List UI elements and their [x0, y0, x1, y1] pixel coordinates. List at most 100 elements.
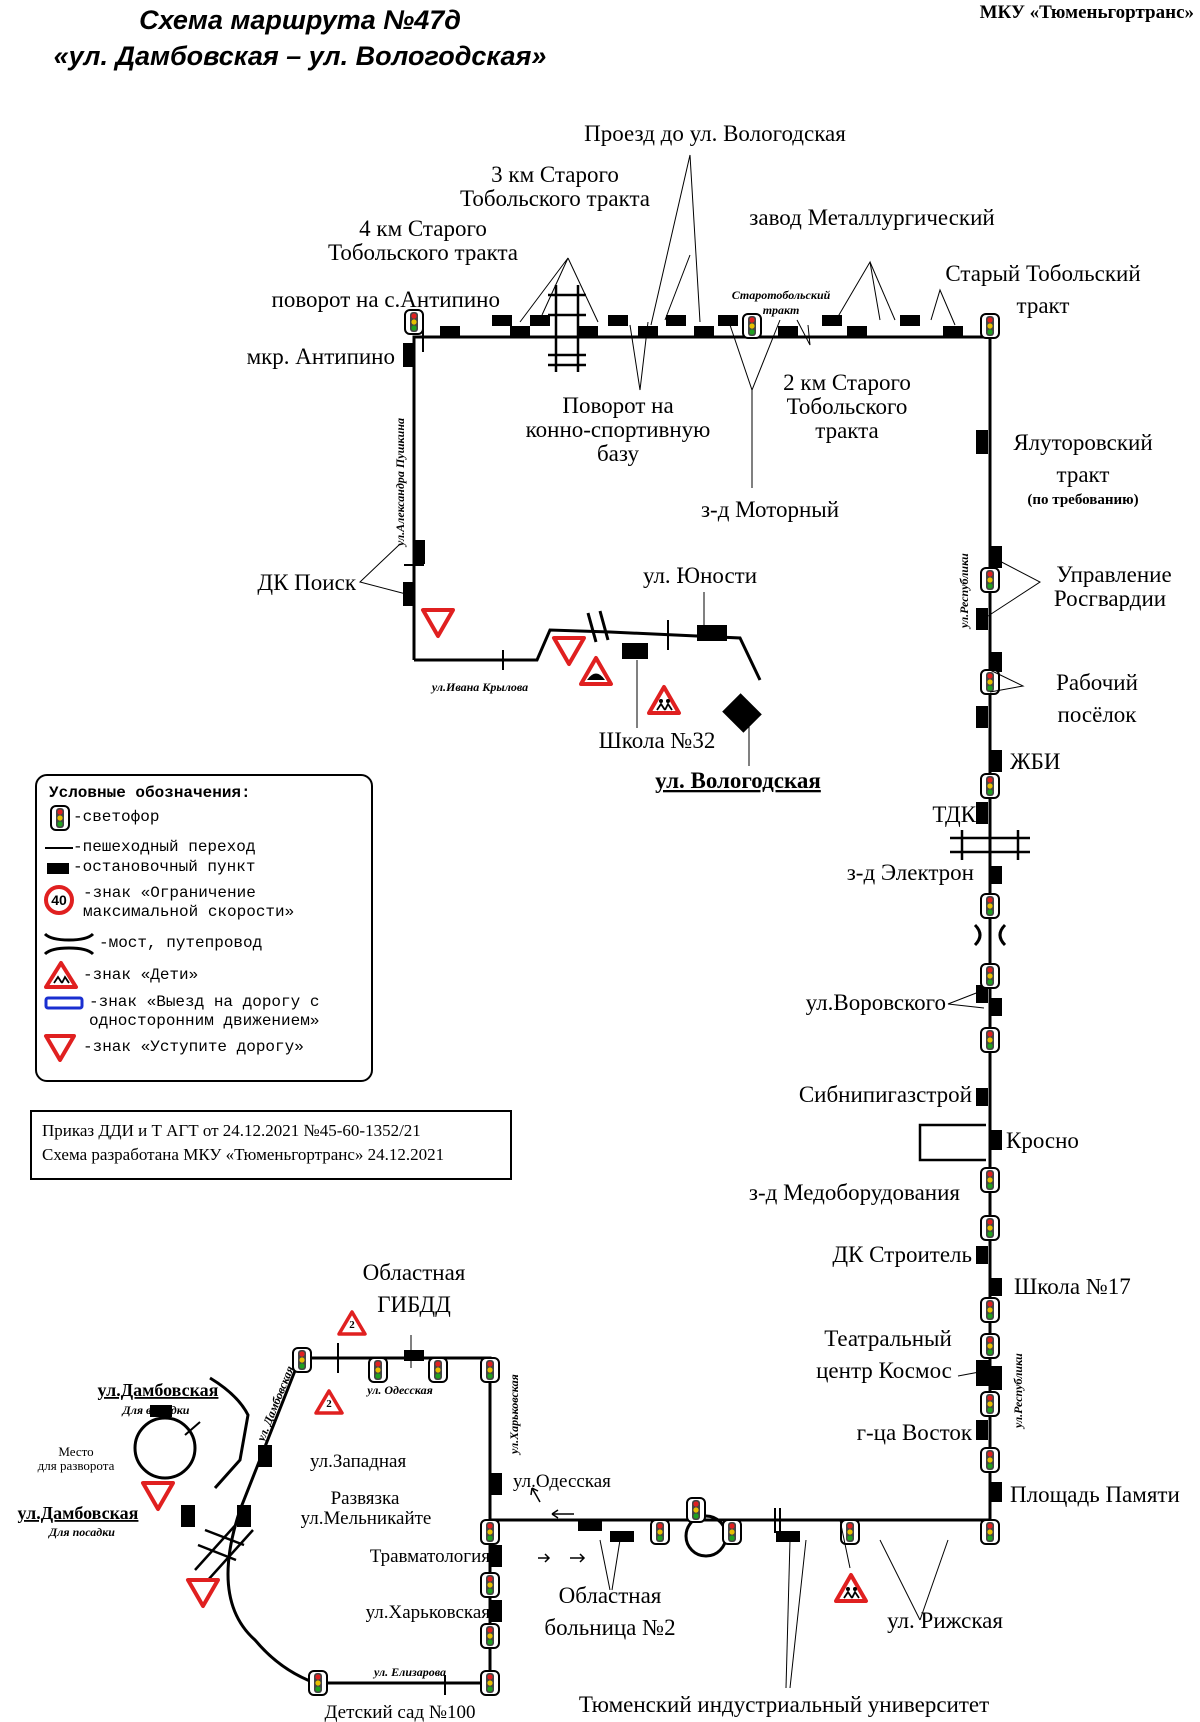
road-signs: 2 2 — [141, 608, 868, 1608]
children-sign-icon — [44, 961, 78, 989]
label-konno-3: базу — [597, 441, 640, 466]
legend-label: -знак «Уступите дорогу» — [83, 1038, 304, 1056]
label-rizhskaya: ул. Рижская — [887, 1608, 1003, 1633]
children-sign-icon — [834, 1573, 868, 1603]
street-starotob-2: тракт — [763, 303, 800, 317]
label-stary-2: тракт — [1017, 293, 1070, 318]
legend-label: -знак «Дети» — [83, 966, 199, 984]
label-zapadnaya: ул.Западная — [310, 1451, 406, 1472]
label-yalut: Ялуторовский — [1013, 430, 1152, 455]
yield-sign-icon — [186, 1578, 220, 1608]
legend-label-2: максимальной скорости» — [83, 903, 295, 921]
yield-sign-icon — [44, 1034, 76, 1062]
label-zhbi: ЖБИ — [1010, 749, 1060, 774]
legend-label: -светофор — [73, 808, 160, 826]
direction-arrows — [530, 1487, 586, 1563]
turnaround-ring — [133, 1416, 197, 1480]
legend-title: Условные обозначения: — [49, 784, 251, 802]
street-krylova: ул.Ивана Крылова — [430, 680, 528, 694]
label-vorovskogo: ул.Воровского — [806, 990, 946, 1015]
label-shkola32: Школа №32 — [599, 728, 716, 753]
order-line-1: Приказ ДДИ и Т АГТ от 24.12.2021 №45-60-… — [42, 1121, 421, 1140]
label-kosmos-2: центр Космос — [816, 1358, 952, 1383]
one-way-exit-sign-icon — [44, 996, 84, 1010]
label-2km-2: Тобольского — [787, 394, 908, 419]
label-krosno: Кросно — [1006, 1128, 1079, 1153]
legend-label: -пешеходный переход — [73, 838, 256, 856]
label-damb-bottom: ул.Дамбовская — [18, 1503, 139, 1523]
label-motorny: з-д Моторный — [701, 497, 839, 522]
label-konno: Поворот на — [562, 393, 673, 418]
label-rosgv-2: Росгвардии — [1054, 586, 1166, 611]
hump-sign-icon — [579, 656, 613, 686]
route-krosno-loop — [918, 1123, 986, 1162]
label-vostok: г-ца Восток — [857, 1420, 973, 1445]
legend-label: -остановочный пункт — [73, 858, 256, 876]
route-turnaround-link — [209, 1376, 250, 1489]
label-turn-place: Место — [58, 1444, 93, 1459]
label-damb-bottom-note: Для посадки — [48, 1525, 115, 1539]
label-vologodskaya: ул. Вологодская — [655, 768, 821, 793]
label-gibdd: Областная — [363, 1260, 466, 1285]
label-sibnipi: Сибнипигазстрой — [799, 1082, 972, 1107]
label-bolnitsa: Областная — [559, 1583, 662, 1608]
bridge-icon — [43, 932, 95, 956]
svg-text:40: 40 — [51, 892, 67, 908]
priority-sign-number: 2 — [349, 1319, 355, 1331]
label-kharkovskaya: ул.Харьковская — [366, 1602, 491, 1623]
label-tiu: Тюменский индустриальный университет — [579, 1692, 989, 1717]
label-mkr-antipino: мкр. Антипино — [247, 344, 395, 369]
street-odesskaya: ул. Одесская — [365, 1383, 433, 1397]
label-rabochiy-2: посёлок — [1058, 702, 1138, 727]
traffic-light-icon — [50, 805, 70, 831]
legend-label-2: односторонним движением» — [89, 1012, 320, 1030]
legend-box: Условные обозначения: -светофор -пешеход… — [35, 774, 373, 1082]
label-2km: 2 км Старого — [783, 370, 911, 395]
street-elizarova: ул. Елизарова — [372, 1665, 446, 1679]
street-respubliki-top: ул.Республики — [957, 553, 971, 630]
label-stary: Старый Тобольский — [945, 261, 1140, 286]
label-4km: 4 км Старого — [359, 216, 487, 241]
speed-limit-sign-icon: 40 — [44, 885, 74, 915]
label-dk-stroitel: ДК Строитель — [832, 1242, 972, 1267]
street-pushkina: ул.Александра Пушкина — [393, 418, 407, 548]
order-note: Приказ ДДИ и Т АГТ от 24.12.2021 №45-60-… — [30, 1110, 512, 1180]
label-2km-3: тракта — [815, 418, 878, 443]
label-antipino-turn: поворот на с.Антипино — [272, 287, 500, 312]
title-line-2: «ул. Дамбовская – ул. Вологодская» — [53, 41, 547, 71]
label-gibdd-2: ГИБДД — [377, 1292, 451, 1317]
yield-sign-icon — [552, 636, 586, 666]
route-dambovskaya-curve — [226, 1357, 492, 1685]
bus-stop-icon — [47, 863, 69, 874]
label-travma: Травматология — [370, 1546, 491, 1567]
order-line-2: Схема разработана МКУ «Тюменьгортранс» 2… — [42, 1145, 445, 1164]
label-rosgv: Управление — [1056, 562, 1171, 587]
map-title: Схема маршрута №47д «ул. Дамбовская – ул… — [20, 2, 580, 74]
street-dambovskaya: ул. Дамбовская — [253, 1364, 297, 1445]
label-pamyati: Площадь Памяти — [1010, 1482, 1180, 1507]
street-respubliki-bottom: ул.Республики — [1011, 1353, 1025, 1430]
crosswalk-line-icon — [45, 847, 73, 849]
title-line-1: Схема маршрута №47д — [139, 5, 461, 35]
label-metallurg: завод Металлургический — [749, 205, 994, 230]
street-starotob: Старотобольский — [732, 288, 831, 302]
label-rabochiy: Рабочий — [1056, 670, 1138, 695]
label-yalut-note: (по требованию) — [1027, 492, 1138, 508]
label-odesskaya: ул.Одесская — [513, 1471, 611, 1492]
children-sign-icon — [647, 685, 681, 715]
label-yalut-2: тракт — [1057, 462, 1110, 487]
label-detsad: Детский сад №100 — [324, 1702, 475, 1722]
legend-label: -знак «Ограничение — [83, 884, 256, 902]
label-damb-top-note: Для высадки — [122, 1403, 190, 1417]
stop-labels: Проезд до ул. Вологодская 3 км Старого Т… — [18, 121, 1180, 1722]
label-3km-2: Тобольского тракта — [460, 186, 650, 211]
label-tdk: ТДК — [932, 802, 976, 827]
bridge-marks — [586, 610, 1007, 947]
label-4km-2: Тобольского тракта — [328, 240, 518, 265]
yield-sign-icon — [421, 608, 455, 638]
label-elektron: з-д Электрон — [847, 860, 974, 885]
organization-name: МКУ «Тюменьгортранс» — [979, 2, 1194, 23]
label-shkola17: Школа №17 — [1014, 1274, 1131, 1299]
label-melnik-2: ул.Мельникайте — [301, 1508, 432, 1529]
